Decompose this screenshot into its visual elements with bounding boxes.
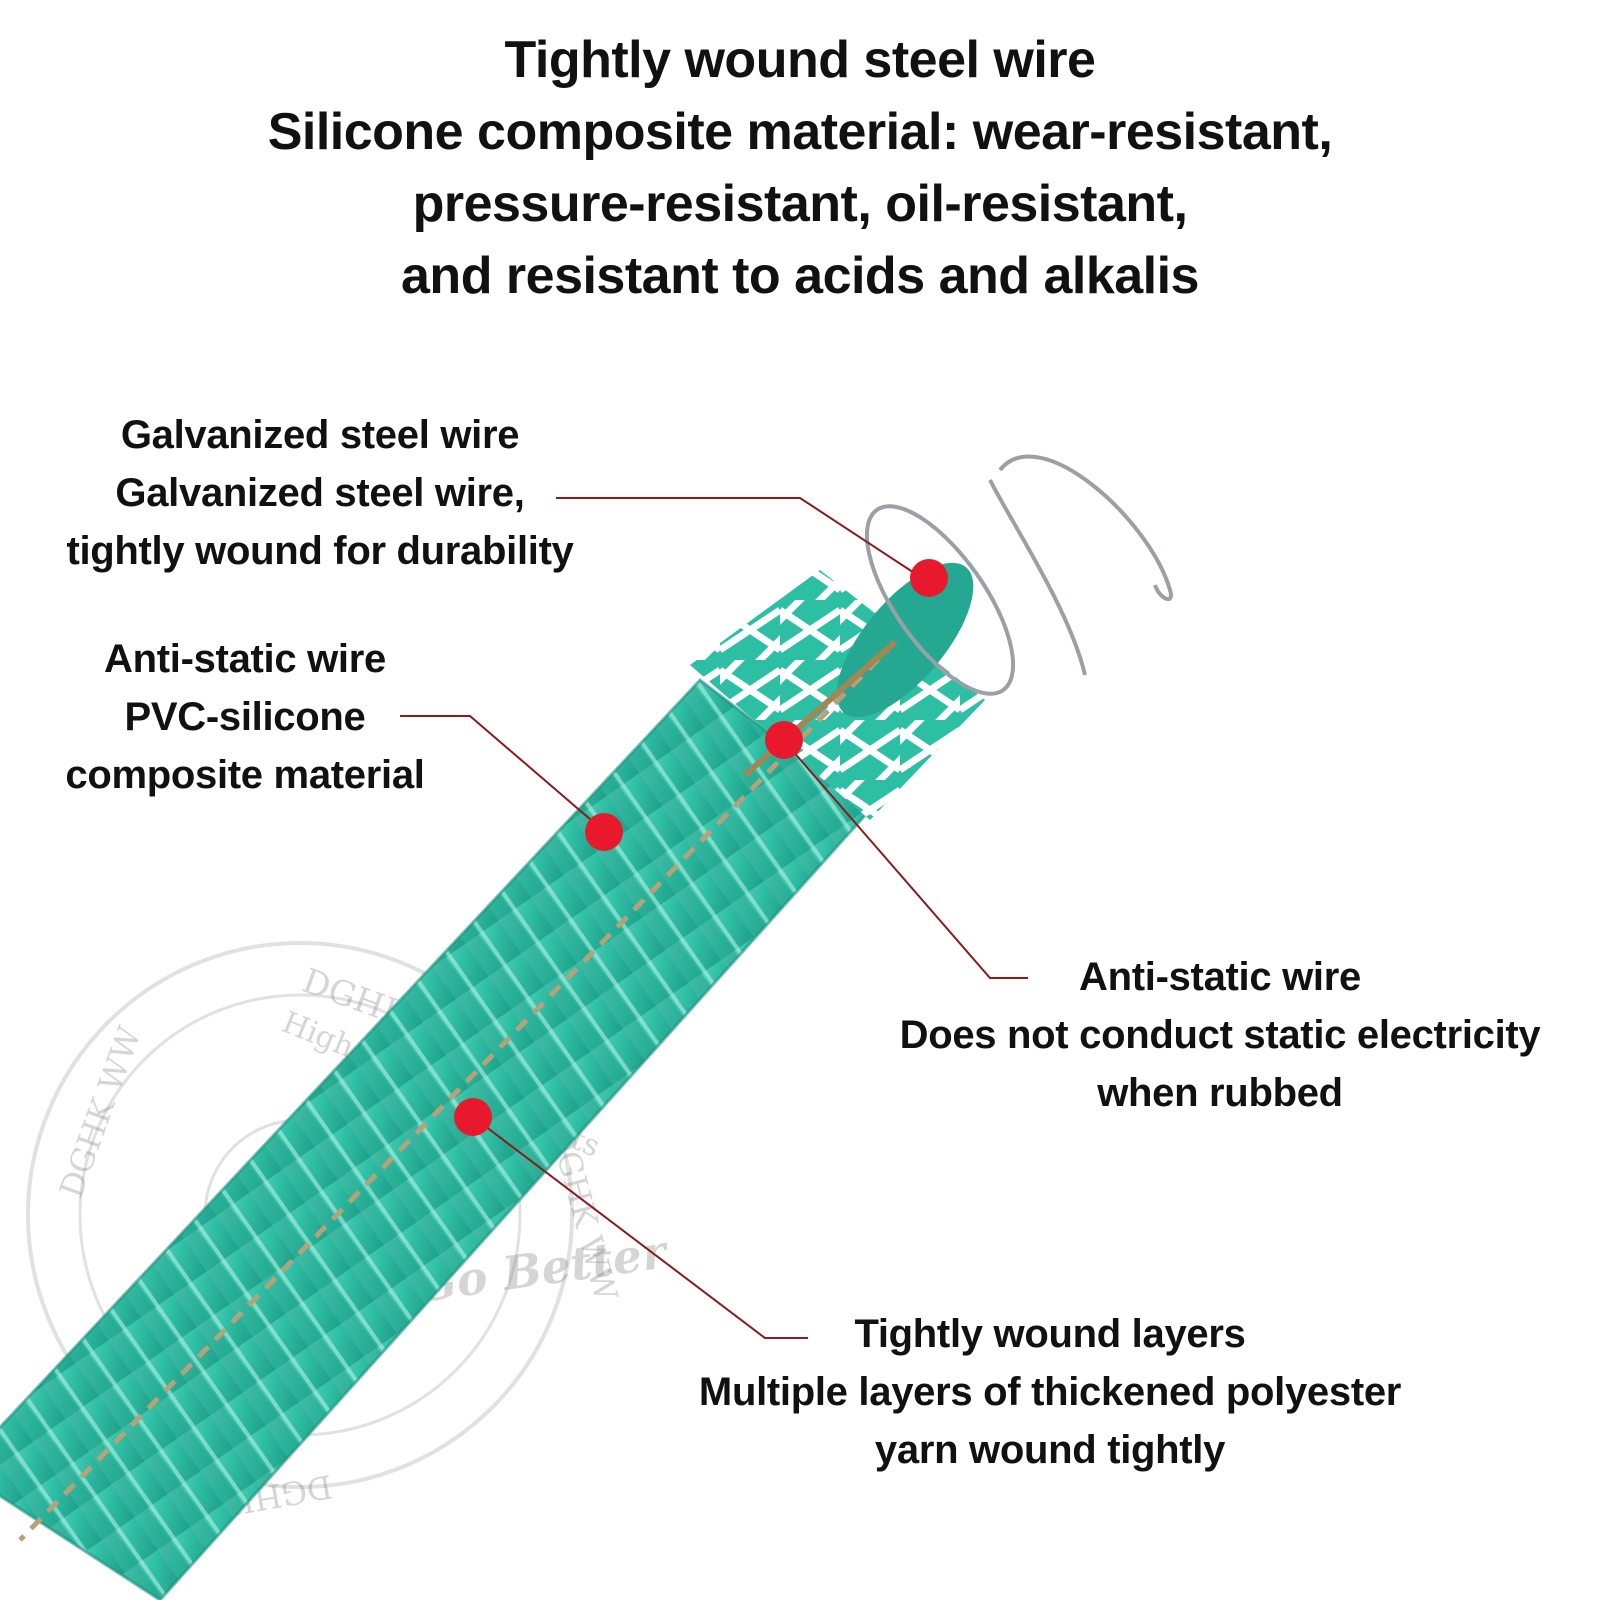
headline-line-4: and resistant to acids and alkalis bbox=[401, 247, 1199, 305]
callout-pvc-title: Anti-static wire bbox=[104, 637, 386, 681]
headline-line-2: Silicone composite material: wear-resist… bbox=[267, 103, 1333, 161]
callout-galvanized-desc-1: Galvanized steel wire, bbox=[115, 471, 525, 515]
markers bbox=[454, 559, 948, 1136]
headline: Tightly wound steel wire Silicone compos… bbox=[0, 24, 1600, 312]
callout-layers-title: Tightly wound layers bbox=[854, 1312, 1246, 1356]
leader-lines bbox=[400, 497, 1028, 1339]
callout-antistatic-desc-2: when rubbed bbox=[1097, 1071, 1343, 1115]
watermark-text: DGHK WW bbox=[52, 1021, 149, 1202]
leader-layers bbox=[472, 1116, 808, 1339]
marker-layers bbox=[454, 1098, 492, 1136]
marker-pvc bbox=[585, 813, 623, 851]
spring-wire bbox=[864, 454, 1173, 696]
callout-layers: Tightly wound layers Multiple layers of … bbox=[650, 1305, 1450, 1479]
callout-galvanized-title: Galvanized steel wire bbox=[120, 413, 520, 457]
leader-galvanized bbox=[556, 497, 926, 581]
callout-pvc-desc-1: PVC-silicone bbox=[124, 695, 366, 739]
callout-antistatic: Anti-static wire Does not conduct static… bbox=[860, 948, 1580, 1122]
headline-line-3: pressure-resistant, oil-resistant, bbox=[412, 175, 1188, 233]
callout-antistatic-desc-1: Does not conduct static electricity bbox=[899, 1013, 1541, 1057]
headline-line-1: Tightly wound steel wire bbox=[504, 31, 1096, 89]
callout-galvanized: Galvanized steel wire Galvanized steel w… bbox=[20, 406, 620, 580]
callout-pvc-desc-2: composite material bbox=[65, 753, 425, 797]
leader-pvc bbox=[400, 715, 606, 833]
callout-antistatic-title: Anti-static wire bbox=[1079, 955, 1361, 999]
callout-pvc: Anti-static wire PVC-silicone composite … bbox=[30, 630, 460, 804]
leader-antistatic bbox=[784, 741, 1028, 979]
marker-galvanized bbox=[910, 559, 948, 597]
marker-antistatic bbox=[765, 721, 803, 759]
callout-galvanized-desc-2: tightly wound for durability bbox=[66, 529, 574, 573]
callout-layers-desc-1: Multiple layers of thickened polyester bbox=[698, 1370, 1402, 1414]
callout-layers-desc-2: yarn wound tightly bbox=[874, 1428, 1226, 1472]
